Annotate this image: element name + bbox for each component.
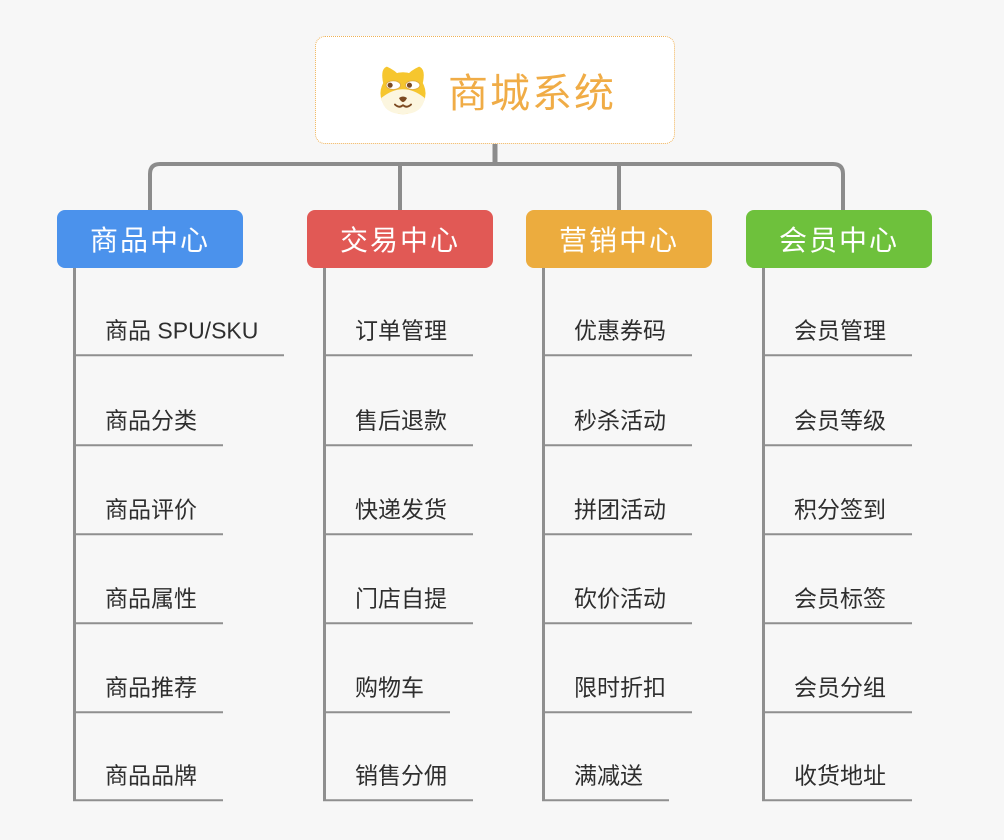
child-node[interactable]: 会员分组 (762, 673, 912, 713)
child-node[interactable]: 快递发货 (323, 495, 473, 535)
child-node[interactable]: 拼团活动 (542, 495, 692, 535)
branch-column-marketing: 营销中心 优惠券码 秒杀活动 拼团活动 砍价活动 限时折扣 满减送 (526, 210, 786, 820)
doge-face-icon (374, 63, 432, 117)
branch-node-products[interactable]: 商品中心 (57, 210, 243, 268)
child-node[interactable]: 商品 SPU/SKU (73, 316, 285, 356)
branch-node-marketing[interactable]: 营销中心 (526, 210, 712, 268)
child-node[interactable]: 订单管理 (323, 316, 473, 356)
branch-node-trade[interactable]: 交易中心 (307, 210, 493, 268)
root-title: 商城系统 (448, 72, 616, 116)
child-node[interactable]: 购物车 (323, 673, 450, 713)
child-node[interactable]: 秒杀活动 (542, 406, 692, 446)
branch-column-products: 商品中心 商品 SPU/SKU 商品分类 商品评价 商品属性 商品推荐 商品品牌 (57, 210, 317, 820)
child-node[interactable]: 商品品牌 (73, 761, 223, 801)
child-node[interactable]: 会员标签 (762, 584, 912, 624)
child-node[interactable]: 会员等级 (762, 406, 912, 446)
root-node[interactable]: 商城系统 (315, 36, 675, 144)
child-node[interactable]: 销售分佣 (323, 761, 473, 801)
branch-node-members[interactable]: 会员中心 (746, 210, 932, 268)
child-node[interactable]: 会员管理 (762, 316, 912, 356)
child-node[interactable]: 收货地址 (762, 761, 912, 801)
branch-column-members: 会员中心 会员管理 会员等级 积分签到 会员标签 会员分组 收货地址 (746, 210, 1004, 820)
child-node[interactable]: 优惠券码 (542, 316, 692, 356)
child-node[interactable]: 积分签到 (762, 495, 912, 535)
child-node[interactable]: 售后退款 (323, 406, 473, 446)
child-node[interactable]: 满减送 (542, 761, 669, 801)
child-node[interactable]: 商品评价 (73, 495, 223, 535)
child-node[interactable]: 商品分类 (73, 406, 223, 446)
child-node[interactable]: 商品属性 (73, 584, 223, 624)
child-node[interactable]: 砍价活动 (542, 584, 692, 624)
branch-column-trade: 交易中心 订单管理 售后退款 快递发货 门店自提 购物车 销售分佣 (307, 210, 567, 820)
child-node[interactable]: 门店自提 (323, 584, 473, 624)
child-node[interactable]: 限时折扣 (542, 673, 692, 713)
child-node[interactable]: 商品推荐 (73, 673, 223, 713)
